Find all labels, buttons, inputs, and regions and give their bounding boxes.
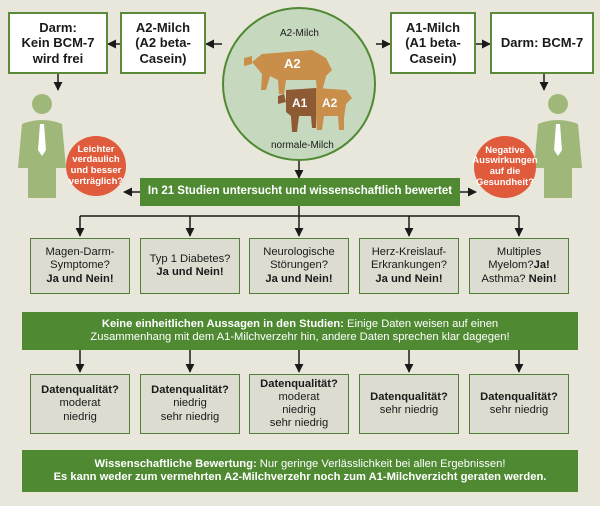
topic-multiples-myelom: Multiples Myelom?Ja! Asthma? Nein! (469, 238, 569, 294)
cow2-tag-a1: A1 (292, 96, 308, 110)
topic-typ1-diabetes: Typ 1 Diabetes? Ja und Nein! (140, 238, 240, 294)
circle-left-question: Leichter verdaulich und besser verträgli… (66, 136, 126, 196)
cow-circle-top-label: A2-Milch (280, 28, 319, 39)
cow-circle-bottom-label: normale-Milch (271, 140, 334, 151)
darm-right-box: Darm: BCM-7 (490, 12, 594, 74)
topic-magen-darm: Magen-Darm- Symptome? Ja und Nein! (30, 238, 130, 294)
quality-box-2: Datenqualität? niedrig sehr niedrig (140, 374, 240, 434)
person-left-tie (38, 124, 46, 156)
a1-milch-box: A1-Milch (A1 beta- Casein) (390, 12, 476, 74)
darm-left-box: Darm: Kein BCM-7 wird frei (8, 12, 108, 74)
person-left-icon (18, 94, 66, 198)
quality-box-1: Datenqualität? moderat niedrig (30, 374, 130, 434)
person-right-tie (554, 124, 562, 156)
cow-a2-icon (244, 50, 332, 94)
topic-neurologische: Neurologische Störungen? Ja und Nein! (249, 238, 349, 294)
person-right-icon (534, 94, 582, 198)
quality-box-4: Datenqualität? sehr niedrig (359, 374, 459, 434)
cow2-tag-a2: A2 (322, 96, 338, 110)
a2-milch-box: A2-Milch (A2 beta- Casein) (120, 12, 206, 74)
cow1-tag: A2 (284, 56, 301, 71)
studies-bar: In 21 Studien untersucht und wissenschaf… (140, 178, 460, 206)
quality-box-5: Datenqualität? sehr niedrig (469, 374, 569, 434)
inconsistent-bar: Keine einheitlichen Aussagen in den Stud… (22, 312, 578, 350)
topic-herz-kreislauf: Herz-Kreislauf- Erkrankungen? Ja und Nei… (359, 238, 459, 294)
evaluation-bar: Wissenschaftliche Bewertung: Nur geringe… (22, 450, 578, 492)
cow-circle (222, 7, 376, 161)
cow-a1-a2-icon (278, 88, 352, 132)
quality-box-3: Datenqualität? moderat niedrig sehr nied… (249, 374, 349, 434)
circle-right-question: Negative Auswirkungen auf die Gesundheit… (472, 136, 538, 198)
